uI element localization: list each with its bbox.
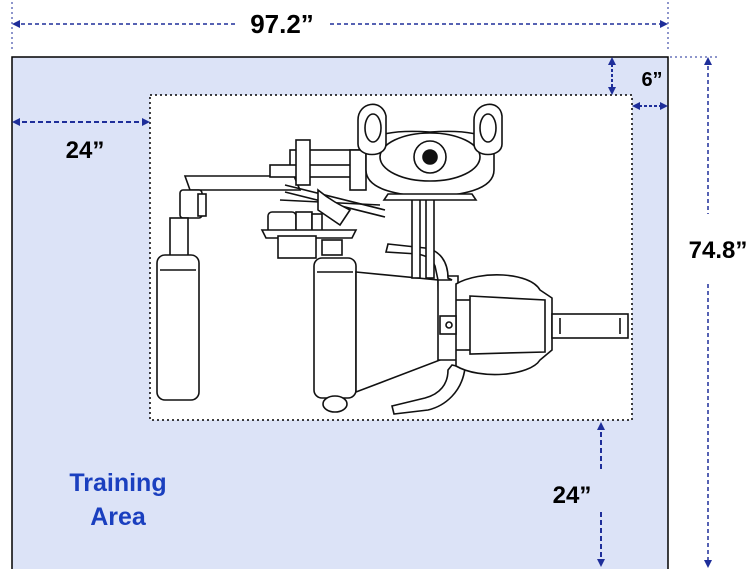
front-clearance-label: 24”: [553, 482, 592, 509]
machine-drawing: [156, 103, 629, 415]
front-clearance-dimension: 24”: [553, 422, 605, 567]
total-width-label: 97.2”: [250, 9, 314, 39]
training-area-label-line1: Training: [69, 469, 166, 497]
left-clearance-dimension: 24”: [12, 118, 150, 164]
left-clearance-label: 24”: [66, 137, 105, 164]
depth-dimension: 74.8”: [670, 56, 748, 568]
total-depth-label: 74.8”: [689, 237, 748, 264]
right-clearance-dimension: 6”: [608, 57, 668, 110]
right-clearance-label: 6”: [641, 69, 662, 91]
training-area-label-line2: Area: [90, 503, 147, 531]
width-dimension: 97.2”: [11, 2, 669, 50]
